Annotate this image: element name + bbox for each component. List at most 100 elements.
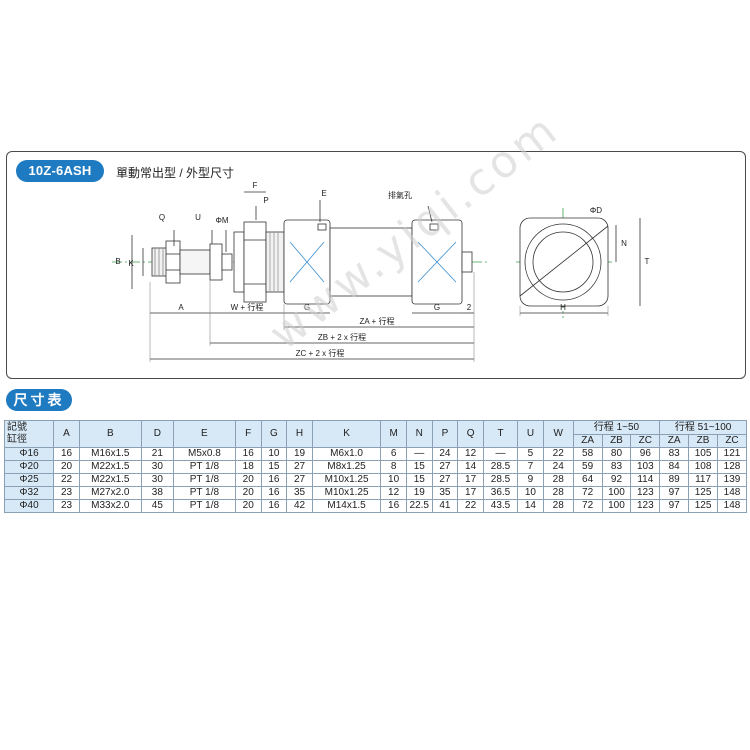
table-cell: 22.5: [405, 499, 433, 513]
table-cell: 43.5: [482, 499, 519, 513]
table-cell: 59: [572, 460, 603, 474]
subcolumn-header: ZB: [601, 434, 632, 448]
label-two: 2: [467, 303, 472, 312]
table-cell: M27x2.0: [78, 486, 142, 500]
table-cell: 83: [659, 447, 690, 461]
table-cell: 5: [517, 447, 544, 461]
label-ZA: ZA + 行程: [360, 316, 395, 326]
column-header: P: [431, 420, 459, 448]
label-N: N: [621, 239, 627, 248]
table-cell: 92: [601, 473, 632, 487]
table-cell: M22x1.5: [78, 473, 142, 487]
label-F: F: [253, 181, 258, 190]
column-header: D: [140, 420, 174, 448]
stroke-group-header: 行程 1~50: [572, 420, 661, 435]
table-cell: 14: [517, 499, 544, 513]
subcolumn-header: ZA: [659, 434, 690, 448]
label-E: E: [321, 189, 326, 198]
table-cell: 42: [286, 499, 313, 513]
label-G2: G: [434, 303, 440, 312]
table-cell: —: [405, 447, 433, 461]
table-cell: 125: [688, 486, 718, 500]
column-header: H: [286, 420, 313, 448]
table-cell: 16: [260, 473, 288, 487]
table-cell: 96: [630, 447, 661, 461]
table-cell: PT 1/8: [172, 460, 236, 474]
drawing-subtitle: 單動常出型 / 外型尺寸: [116, 166, 235, 180]
table-cell: 100: [601, 499, 632, 513]
label-Q: Q: [159, 213, 165, 222]
table-cell: 18: [234, 460, 262, 474]
column-header: N: [405, 420, 433, 448]
corner-cell: 記號 缸徑: [3, 420, 55, 448]
table-cell: 23: [53, 499, 80, 513]
table-cell: M14x1.5: [311, 499, 382, 513]
table-cell: 80: [601, 447, 632, 461]
table-cell: 41: [431, 499, 459, 513]
table-cell: 28.5: [482, 460, 519, 474]
table-cell: 16: [380, 499, 407, 513]
table-cell: 20: [234, 486, 262, 500]
table-cell: 8: [380, 460, 407, 474]
table-cell: 9: [517, 473, 544, 487]
table-cell: PT 1/8: [172, 499, 236, 513]
rear-stub: [461, 251, 473, 273]
table-cell: 20: [53, 460, 80, 474]
column-header: K: [311, 420, 382, 448]
table-cell: 121: [716, 447, 748, 461]
table-cell: M16x1.5: [78, 447, 142, 461]
bore-cell: Φ40: [3, 499, 55, 513]
table-cell: 139: [716, 473, 748, 487]
cylinder-drawing: F E P Q U ΦM 排氣孔 ΦD B K N T A W + 行程 G G…: [112, 181, 650, 362]
label-ZC: ZC + 2 x 行程: [296, 348, 345, 358]
table-cell: 123: [630, 499, 661, 513]
table-cell: PT 1/8: [172, 473, 236, 487]
label-B: B: [115, 257, 120, 266]
stroke-group-header: 行程 51~100: [659, 420, 747, 435]
table-cell: 16: [260, 499, 288, 513]
table-cell: 27: [431, 460, 459, 474]
subcolumn-header: ZC: [630, 434, 661, 448]
table-cell: 100: [601, 486, 632, 500]
table-cell: 38: [140, 486, 174, 500]
table-cell: M10x1.25: [311, 486, 382, 500]
label-U: U: [195, 213, 201, 222]
table-cell: 19: [286, 447, 313, 461]
table-cell: 17: [457, 473, 484, 487]
label-W: W + 行程: [231, 302, 264, 312]
rod-stub: [221, 253, 233, 271]
table-cell: 28.5: [482, 473, 519, 487]
label-G1: G: [304, 303, 310, 312]
table-cell: 105: [688, 447, 718, 461]
table-cell: 35: [431, 486, 459, 500]
table-cell: 58: [572, 447, 603, 461]
table-cell: 12: [380, 486, 407, 500]
column-header: U: [517, 420, 544, 448]
table-cell: 27: [431, 473, 459, 487]
table-cell: 35: [286, 486, 313, 500]
column-header: G: [260, 420, 288, 448]
label-ZB: ZB + 2 x 行程: [318, 332, 366, 342]
table-cell: 125: [688, 499, 718, 513]
label-phiD: ΦD: [590, 206, 602, 215]
mounting-nut: [243, 221, 267, 303]
table-cell: 16: [260, 486, 288, 500]
table-cell: M22x1.5: [78, 460, 142, 474]
table-cell: 28: [542, 486, 574, 500]
table-cell: 97: [659, 486, 690, 500]
table-cell: 108: [688, 460, 718, 474]
table-cell: 17: [457, 486, 484, 500]
table-cell: 97: [659, 499, 690, 513]
table-cell: 16: [53, 447, 80, 461]
table-cell: 36.5: [482, 486, 519, 500]
table-cell: 114: [630, 473, 661, 487]
bore-cell: Φ16: [3, 447, 55, 461]
table-cell: 45: [140, 499, 174, 513]
corner-top: 記號: [7, 421, 27, 433]
table-cell: M10x1.25: [311, 473, 382, 487]
label-K: K: [128, 259, 134, 268]
table-cell: 103: [630, 460, 661, 474]
